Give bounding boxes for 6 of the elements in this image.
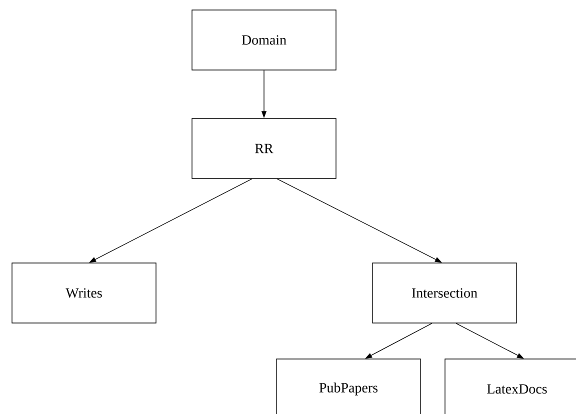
process-box: LatexDocs <box>444 358 576 414</box>
process-box: RR <box>192 118 336 179</box>
process-box: Writes <box>12 262 156 324</box>
process-box: Intersection <box>372 262 517 324</box>
process-box: Domain <box>192 10 336 70</box>
process-box: PubPapers <box>276 358 421 414</box>
